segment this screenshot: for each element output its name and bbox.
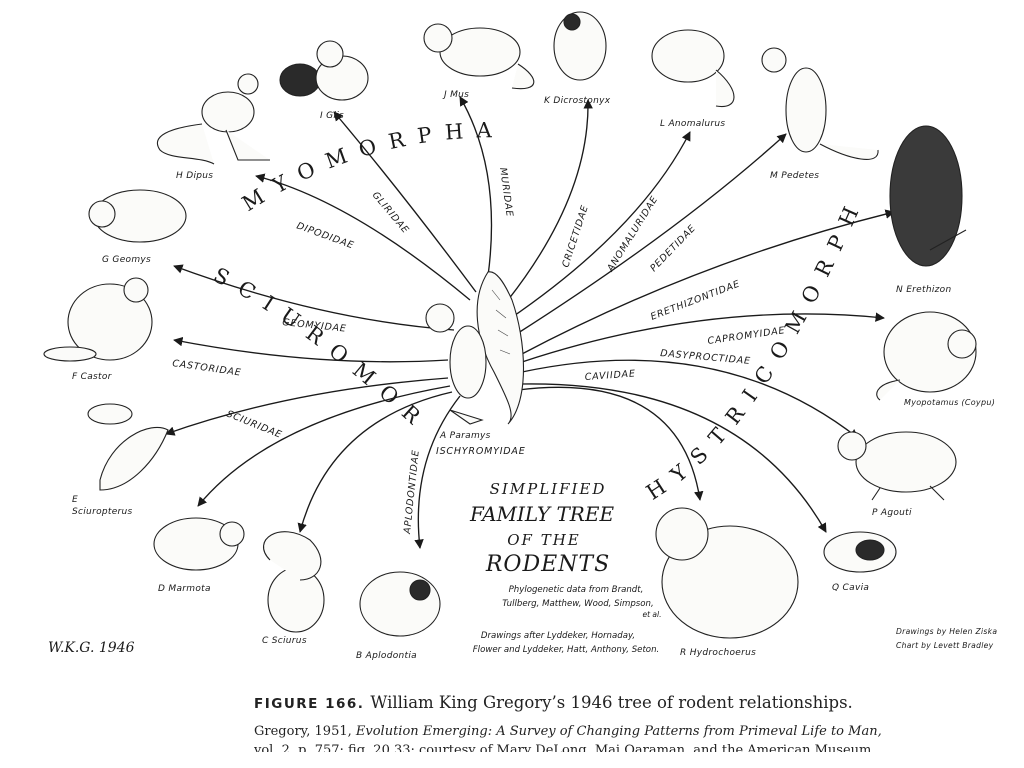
genus-cavia: Q Cavia (832, 583, 869, 593)
title-line-4: RODENTS (485, 552, 610, 577)
dipus-drawing (157, 73, 270, 165)
branch-hydrochoerus (517, 386, 704, 501)
branch-agouti (521, 359, 859, 439)
genus-labels: H Dipus I Glis J Mus K Dicrostonyx L Ano… (72, 90, 995, 661)
branch-castor (173, 336, 449, 363)
genus-sciuropterus-name: Sciuropterus (72, 507, 133, 517)
hydrochoerus-drawing (655, 507, 799, 639)
suborder-myomorpha: MYOMORPHA (238, 118, 505, 216)
figure-number: FIGURE 166. (254, 696, 365, 712)
branch-cavia (519, 383, 827, 533)
aplodontia-drawing (359, 571, 441, 637)
anomalurus-drawing (651, 29, 735, 108)
title-line-2: FAMILY TREE (469, 502, 615, 526)
phylogenetic-note-2: Tullberg, Matthew, Wood, Simpson, (502, 599, 653, 609)
phylogenetic-note-3: et al. (642, 610, 661, 619)
family-erethizontidae: ERETHIZONTIDAE (649, 278, 742, 322)
caption-heading: FIGURE 166. William King Gregory’s 1946 t… (254, 693, 1014, 712)
dicrostonyx-drawing (553, 11, 607, 81)
citation-prefix: Gregory, 1951, (254, 724, 356, 739)
title-line-1: SIMPLIFIED (490, 480, 607, 498)
branch-lines (165, 96, 895, 549)
family-gliridae: GLIRIDAE (370, 190, 411, 236)
family-pedetidae: PEDETIDAE (648, 223, 698, 274)
branch-anomalurus (507, 131, 691, 321)
family-dasyproctidae: DASYPROCTIDAE (660, 348, 752, 367)
caption-citation-cut: vol. 2, p. 757; fig. 20.33; courtesy of … (254, 743, 872, 752)
genus-erethizon: N Erethizon (896, 285, 952, 295)
branch-marmota (197, 385, 451, 507)
branch-sciurus (297, 391, 453, 533)
sciurus-drawing (263, 531, 325, 633)
genus-myopotamus: Myopotamus (Coypu) (904, 398, 995, 407)
drawings-note-2: Flower and Lyddeker, Hatt, Anthony, Seto… (473, 645, 660, 655)
genus-marmota: D Marmota (158, 584, 211, 594)
agouti-drawing (837, 431, 957, 501)
title-block: SIMPLIFIED FAMILY TREE OF THE RODENTS Ph… (469, 480, 662, 655)
phylogenetic-note-1: Phylogenetic data from Brandt, (509, 585, 644, 595)
cavia-drawing (823, 531, 897, 573)
suborder-hystricomorpha: HYSTRICOMORPHA (0, 0, 856, 505)
family-muridae: MURIDAE (497, 167, 515, 218)
genus-geomys: G Geomys (102, 255, 151, 265)
family-sciuridae: SCIURIDAE (225, 409, 284, 441)
genus-dicrostonyx: K Dicrostonyx (544, 96, 611, 106)
signature: W.K.G. 1946 (48, 640, 135, 656)
erethizon-drawing (889, 125, 967, 267)
genus-glis: I Glis (320, 111, 344, 121)
pedetes-drawing (761, 47, 879, 160)
caption-text: William King Gregory’s 1946 tree of rode… (370, 693, 853, 712)
genus-agouti: P Agouti (872, 508, 912, 518)
branch-pedetes (514, 133, 787, 336)
branch-myopotamus (521, 312, 885, 363)
marmota-drawing (153, 517, 245, 571)
sciuropterus-drawing (87, 403, 169, 491)
genus-dipus: H Dipus (176, 171, 213, 181)
drawings-note-1: Drawings after Lyddeker, Hornaday, (481, 631, 635, 641)
paramys-drawing (425, 271, 525, 425)
root-label: A Paramys (439, 431, 491, 441)
genus-sciuropterus-letter: E (72, 495, 78, 505)
genus-hydrochoerus: R Hydrochoerus (680, 648, 756, 658)
glis-drawing (279, 40, 369, 101)
genus-pedetes: M Pedetes (770, 171, 819, 181)
geomys-drawing (88, 189, 187, 243)
branch-aplodontia (414, 395, 461, 549)
title-line-3: OF THE (507, 531, 581, 549)
genus-anomalurus: L Anomalurus (660, 119, 725, 129)
branch-erethizon (519, 209, 895, 356)
branch-dipus (255, 173, 471, 301)
genus-aplodontia: B Aplodontia (356, 651, 417, 661)
branch-sciuropterus (165, 377, 449, 436)
root-family: ISCHYROMYIDAE (436, 446, 526, 457)
figure-caption: FIGURE 166. William King Gregory’s 1946 t… (254, 693, 1014, 752)
genus-sciurus: C Sciurus (262, 636, 307, 646)
branch-glis (333, 111, 477, 293)
tree-diagram: MYOMORPHA SCIUROMORPHA HYSTRICOMORPHA DI… (0, 0, 997, 661)
castor-drawing (43, 277, 153, 362)
citation-title: Evolution Emerging: A Survey of Changing… (355, 724, 882, 739)
mus-drawing (423, 23, 535, 90)
caption-citation: Gregory, 1951, Evolution Emerging: A Sur… (254, 724, 1014, 739)
myopotamus-drawing (876, 311, 977, 401)
family-castoridae: CASTORIDAE (172, 358, 243, 379)
genus-castor: F Castor (72, 372, 113, 382)
genus-mus: J Mus (442, 90, 469, 100)
branch-geomys (173, 264, 455, 331)
branch-mus (459, 96, 493, 277)
branch-dicrostonyx (499, 99, 593, 311)
family-caviidae: CAVIIDAE (584, 368, 636, 383)
family-dipodidae: DIPODIDAE (295, 220, 356, 251)
credit-drawings: Drawings by Helen Ziska (896, 627, 997, 636)
credit-chart: Chart by Levett Bradley (896, 641, 994, 650)
